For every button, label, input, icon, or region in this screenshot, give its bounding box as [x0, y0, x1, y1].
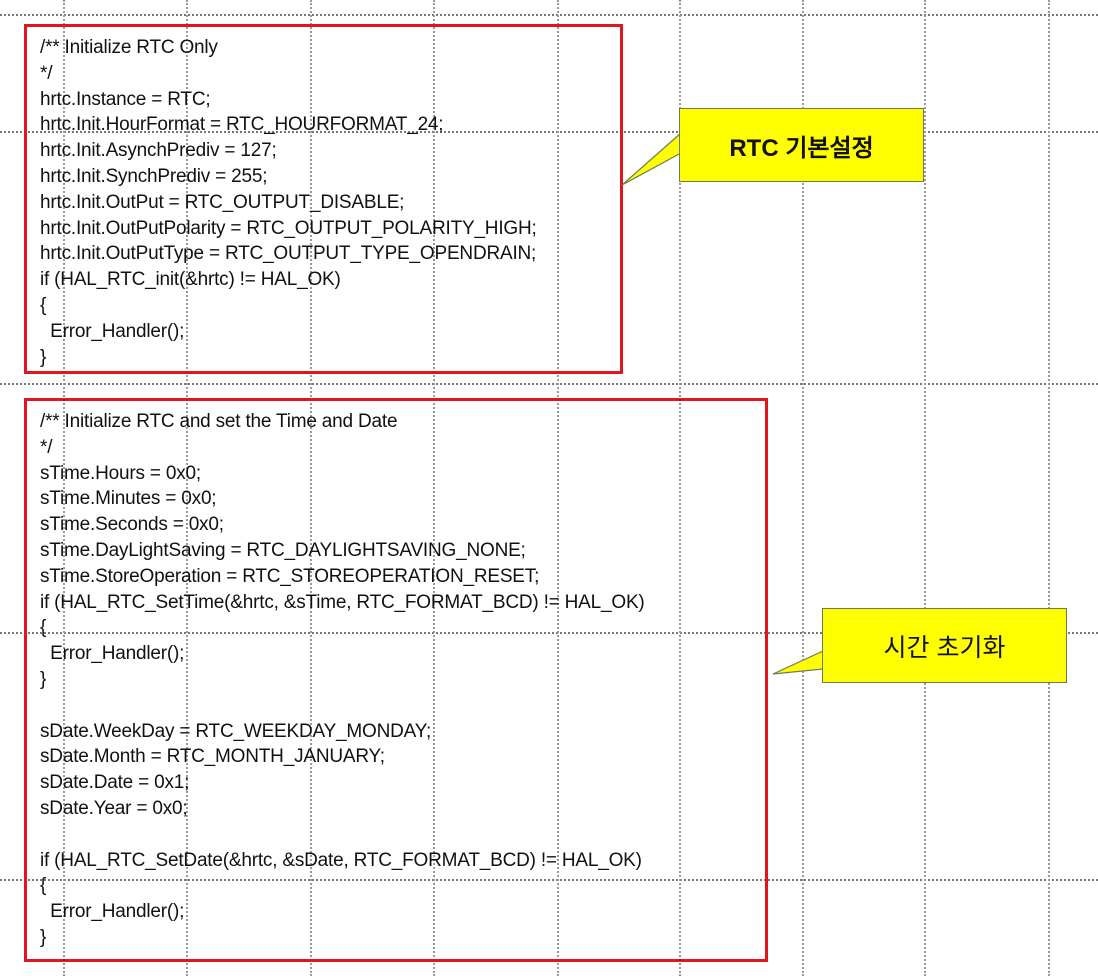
code-line: sTime.DayLightSaving = RTC_DAYLIGHTSAVIN…: [40, 539, 526, 561]
code-line: hrtc.Init.OutPutPolarity = RTC_OUTPUT_PO…: [40, 217, 537, 239]
code-line: sTime.Minutes = 0x0;: [40, 488, 217, 510]
code-block-rtc-init: /** Initialize RTC Only */ hrtc.Instance =…: [24, 24, 623, 374]
callout-label: 시간 초기화: [883, 633, 1006, 662]
code-line: sDate.WeekDay = RTC_WEEKDAY_MONDAY;: [40, 720, 432, 742]
code-line: hrtc.Instance = RTC;: [40, 88, 211, 110]
code-line: hrtc.Init.SynchPrediv = 255;: [40, 165, 268, 187]
code-line: hrtc.Init.OutPut = RTC_OUTPUT_DISABLE;: [40, 191, 405, 213]
grid-line: [433, 0, 435, 976]
callout-pointer: [621, 131, 682, 186]
code-line: sTime.Seconds = 0x0;: [40, 514, 224, 536]
grid-line: [679, 0, 681, 976]
code-line: if (HAL_RTC_init(&hrtc) != HAL_OK): [40, 269, 341, 291]
grid-line: [0, 632, 1098, 634]
code-line: {: [40, 294, 47, 316]
code-line: sDate.Date = 0x1;: [40, 772, 190, 794]
code-line: {: [40, 617, 47, 639]
code-line: /** Initialize RTC Only: [40, 37, 218, 58]
code-line: }: [40, 926, 47, 948]
grid-line: [310, 0, 312, 976]
code-line: if (HAL_RTC_SetDate(&hrtc, &sDate, RTC_F…: [40, 849, 642, 871]
grid-line: [0, 879, 1098, 881]
code-line: */: [40, 62, 53, 84]
code-line: /** Initialize RTC and set the Time and …: [40, 411, 398, 432]
code-line: hrtc.Init.HourFormat = RTC_HOURFORMAT_24…: [40, 114, 444, 136]
code-line: hrtc.Init.AsynchPrediv = 127;: [40, 140, 277, 162]
callout-label: RTC 기본설정: [729, 134, 874, 162]
code-line: */: [40, 436, 53, 458]
code-line: sTime.Hours = 0x0;: [40, 462, 201, 484]
code-line: Error_Handler();: [40, 901, 185, 923]
code-block-time-date-init: /** Initialize RTC and set the Time and …: [24, 398, 768, 962]
grid-line: [557, 0, 559, 976]
grid-line: [0, 383, 1098, 385]
callout-time-init: 시간 초기화: [822, 608, 1067, 683]
code-line: sTime.StoreOperation = RTC_STOREOPERATIO…: [40, 565, 540, 587]
grid-line: [1048, 0, 1050, 976]
code-line: {: [40, 875, 47, 897]
code-line: Error_Handler();: [40, 643, 185, 665]
callout-rtc-basic-settings: RTC 기본설정: [679, 108, 924, 182]
code-line: Error_Handler();: [40, 320, 185, 342]
grid-line: [63, 0, 65, 976]
code-line: if (HAL_RTC_SetTime(&hrtc, &sTime, RTC_F…: [40, 591, 645, 613]
code-line: sDate.Month = RTC_MONTH_JANUARY;: [40, 746, 385, 768]
grid-line: [802, 0, 804, 976]
grid-line: [0, 14, 1098, 16]
code-line: hrtc.Init.OutPutType = RTC_OUTPUT_TYPE_O…: [40, 243, 537, 265]
grid-line: [0, 131, 1098, 133]
grid-line: [924, 0, 926, 976]
code-line: }: [40, 668, 47, 690]
code-line: sDate.Year = 0x0;: [40, 797, 188, 819]
callout-pointer: [772, 650, 824, 675]
grid-line: [186, 0, 188, 976]
code-line: }: [40, 346, 47, 368]
